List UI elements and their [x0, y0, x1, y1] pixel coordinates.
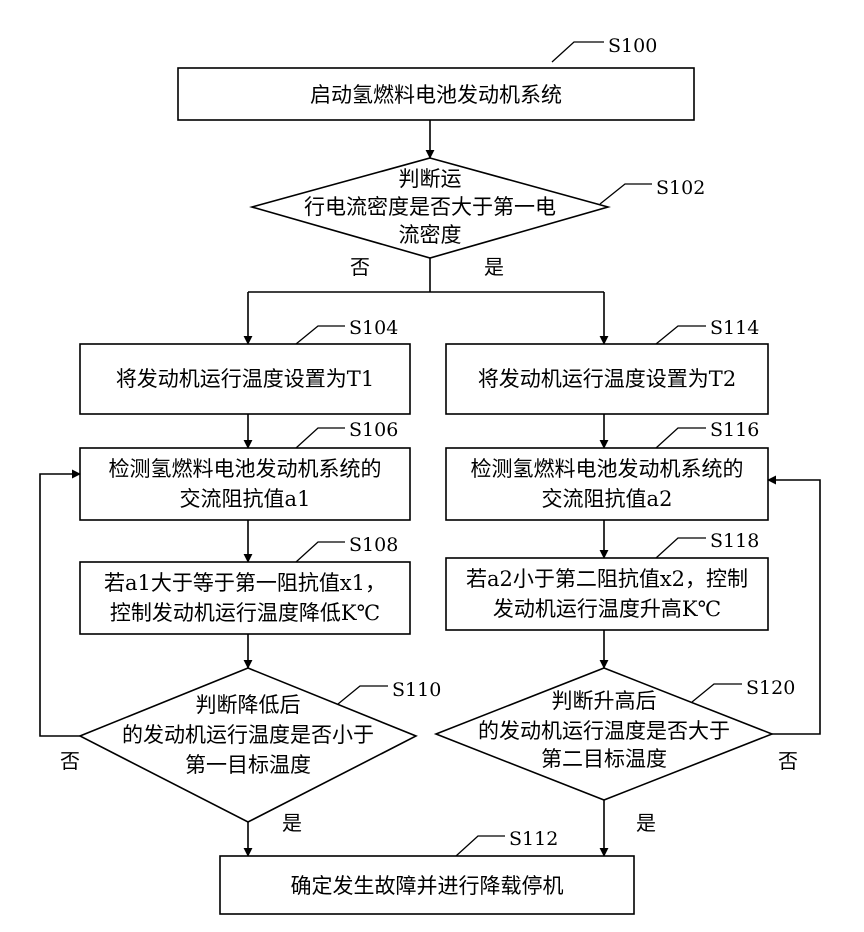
- step-s106-leader: [296, 428, 345, 448]
- step-s110-line-3: 第一目标温度: [185, 753, 311, 777]
- step-s104-text: 将发动机运行温度设置为T1: [116, 367, 374, 391]
- step-s112-text: 确定发生故障并进行降载停机: [291, 874, 564, 898]
- branch-s120-yes: 是: [636, 811, 656, 835]
- branch-s120-no: 否: [778, 749, 798, 773]
- step-s102-label: S102: [656, 177, 705, 199]
- step-s102-leader: [600, 184, 652, 204]
- branch-s110-yes: 是: [282, 811, 302, 835]
- step-s100-text: 启动氢燃料电池发动机系统: [310, 83, 562, 107]
- step-s110-leader: [338, 686, 388, 704]
- step-s114-leader: [656, 326, 706, 344]
- step-s102-line-3: 流密度: [399, 223, 462, 247]
- step-s110-label: S110: [392, 679, 441, 701]
- step-s106-label: S106: [349, 419, 398, 441]
- step-s106-line-2: 交流阻抗值a1: [180, 487, 311, 511]
- step-s116-line-2: 交流阻抗值a2: [542, 487, 673, 511]
- step-s118-leader: [656, 538, 706, 558]
- step-s110-line-1: 判断降低后: [196, 693, 301, 717]
- step-s102-line-1: 判断运: [399, 167, 462, 191]
- step-s116-line-1: 检测氢燃料电池发动机系统的: [471, 457, 744, 481]
- step-s108-line-2: 控制发动机运行温度降低K℃: [110, 601, 380, 625]
- step-s116-label: S116: [710, 419, 759, 441]
- step-s104-label: S104: [349, 317, 398, 339]
- step-s112-label: S112: [509, 828, 558, 850]
- step-s120-line-1: 判断升高后: [552, 689, 657, 713]
- step-s114-text: 将发动机运行温度设置为T2: [478, 367, 736, 391]
- step-s114-label: S114: [710, 317, 759, 339]
- step-s102-line-2: 行电流密度是否大于第一电: [304, 195, 556, 219]
- step-s112-leader: [456, 836, 505, 856]
- branch-s110-no: 否: [60, 749, 80, 773]
- step-s120-line-2: 的发动机运行温度是否大于: [478, 719, 730, 743]
- step-s120-label: S120: [746, 677, 795, 699]
- step-s108-leader: [296, 542, 345, 562]
- step-s100-leader: [552, 42, 604, 62]
- step-s108-line-1: 若a1大于等于第一阻抗值x1，: [104, 571, 386, 595]
- step-s106-line-1: 检测氢燃料电池发动机系统的: [109, 457, 382, 481]
- loop-s110-no-to-s106: [40, 474, 80, 736]
- step-s120-line-3: 第二目标温度: [541, 747, 667, 771]
- step-s116-leader: [656, 428, 706, 448]
- step-s118-line-1: 若a2小于第二阻抗值x2，控制: [466, 567, 748, 591]
- step-s108-label: S108: [349, 534, 398, 556]
- step-s100-label: S100: [608, 35, 657, 57]
- branch-s102-no: 否: [350, 255, 370, 279]
- step-s118-line-2: 发动机运行温度升高K℃: [493, 597, 721, 621]
- step-s104-leader: [296, 326, 345, 344]
- branch-s102-yes: 是: [484, 255, 504, 279]
- step-s118-label: S118: [710, 530, 759, 552]
- step-s120-leader: [692, 684, 742, 702]
- step-s110-line-2: 的发动机运行温度是否小于: [122, 723, 374, 747]
